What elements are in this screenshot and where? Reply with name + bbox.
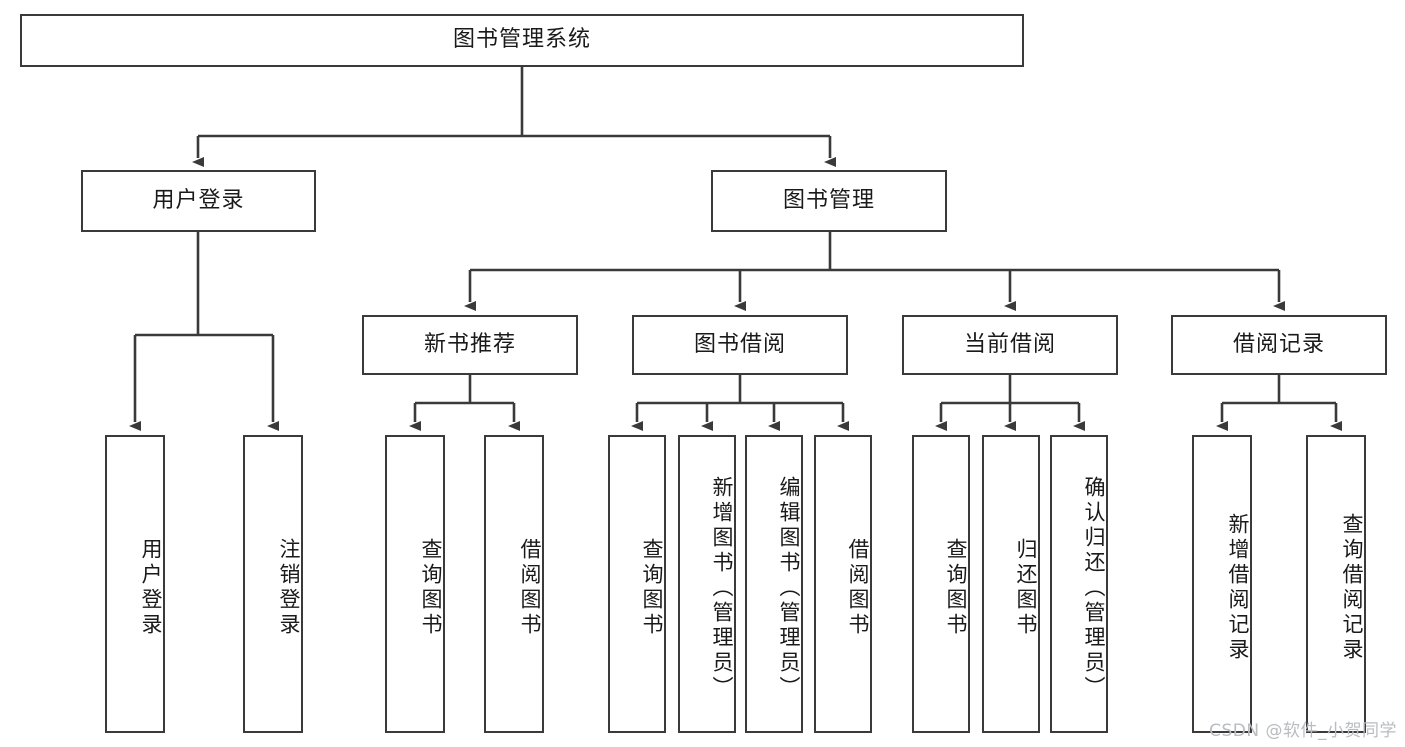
node-label: 借阅图书 bbox=[846, 538, 870, 638]
node-borrow-record[interactable]: 借阅记录 bbox=[1171, 315, 1387, 375]
node-label: 用户登录 bbox=[139, 538, 163, 638]
watermark-text: CSDN @软件_小贺同学 bbox=[1209, 721, 1397, 741]
node-label: 新增图书（管理员） bbox=[710, 475, 734, 701]
node-label: 新书推荐 bbox=[423, 331, 516, 357]
node-label: 查询借阅记录 bbox=[1340, 513, 1364, 663]
node-label: 当前借阅 bbox=[963, 331, 1056, 357]
leaf-query-borrow-record[interactable]: 查询借阅记录 bbox=[1306, 435, 1366, 733]
node-book-management[interactable]: 图书管理 bbox=[711, 170, 947, 232]
node-label: 借阅图书 bbox=[518, 538, 542, 638]
node-user-login[interactable]: 用户登录 bbox=[81, 170, 316, 232]
node-label: 注销登录 bbox=[277, 538, 301, 638]
node-label: 归还图书 bbox=[1014, 538, 1038, 638]
node-label: 借阅记录 bbox=[1232, 331, 1325, 357]
node-book-borrow[interactable]: 图书借阅 bbox=[632, 315, 848, 375]
leaf-query-book-recommend[interactable]: 查询图书 bbox=[385, 435, 445, 733]
leaf-edit-book-admin[interactable]: 编辑图书（管理员） bbox=[745, 435, 803, 733]
node-label: 用户登录 bbox=[152, 187, 245, 213]
node-root-system[interactable]: 图书管理系统 bbox=[20, 14, 1024, 67]
node-label: 图书借阅 bbox=[693, 331, 786, 357]
node-label: 图书管理系统 bbox=[452, 27, 591, 53]
leaf-return-book[interactable]: 归还图书 bbox=[982, 435, 1040, 733]
node-label: 查询图书 bbox=[944, 538, 968, 638]
leaf-logout-login[interactable]: 注销登录 bbox=[243, 435, 303, 733]
leaf-query-book-current[interactable]: 查询图书 bbox=[912, 435, 970, 733]
leaf-add-borrow-record[interactable]: 新增借阅记录 bbox=[1192, 435, 1252, 733]
leaf-borrow-book-recommend[interactable]: 借阅图书 bbox=[484, 435, 544, 733]
leaf-add-book-admin[interactable]: 新增图书（管理员） bbox=[678, 435, 736, 733]
leaf-borrow-book[interactable]: 借阅图书 bbox=[814, 435, 872, 733]
node-label: 查询图书 bbox=[419, 538, 443, 638]
node-label: 图书管理 bbox=[782, 187, 875, 213]
node-label: 新增借阅记录 bbox=[1226, 513, 1250, 663]
node-label: 查询图书 bbox=[640, 538, 664, 638]
leaf-confirm-return-admin[interactable]: 确认归还（管理员） bbox=[1050, 435, 1108, 733]
leaf-user-login[interactable]: 用户登录 bbox=[105, 435, 165, 733]
node-current-borrow[interactable]: 当前借阅 bbox=[902, 315, 1118, 375]
leaf-query-book-borrow[interactable]: 查询图书 bbox=[608, 435, 666, 733]
node-new-book-recommend[interactable]: 新书推荐 bbox=[362, 315, 578, 375]
node-label: 确认归还（管理员） bbox=[1082, 475, 1106, 701]
node-label: 编辑图书（管理员） bbox=[777, 475, 801, 701]
